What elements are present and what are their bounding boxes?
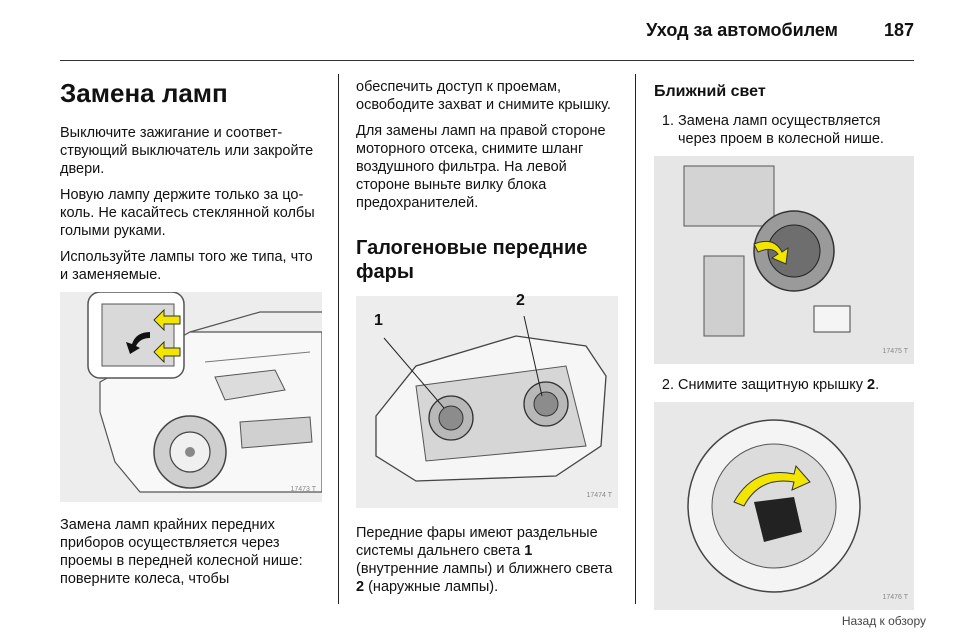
steps-list: Замена ламп осуществляется через проем в… (654, 112, 914, 148)
figure-code: 17475 T (882, 348, 908, 355)
yellow-arrow-icon (753, 240, 789, 265)
paragraph-right-side: Для замены ламп на правой сто­роне мотор… (356, 123, 606, 211)
figure-car-front-wheel: 17473 T (60, 292, 322, 502)
callout-label-2: 2 (516, 292, 525, 309)
paragraph-hold-lamp: Новую лампу держите только за цо­коль. Н… (60, 187, 315, 239)
figure-headlamp: 1 2 17474 T (356, 292, 618, 508)
paragraph-ignition: Выключите зажигание и соответ­ствующий в… (60, 125, 314, 177)
figure-code: 17476 T (882, 594, 908, 601)
page-title: Замена ламп (60, 78, 228, 108)
black-curved-arrow-icon (126, 332, 150, 354)
steps-list-continued: Снимите защитную крышку 2. (654, 376, 914, 394)
column-3: Ближний свет Замена ламп осуществляется … (654, 78, 914, 618)
page-header: Уход за автомобилем 187 (60, 0, 914, 61)
step-2: Снимите защитную крышку 2. (678, 376, 914, 394)
column-divider (338, 74, 339, 604)
yellow-curved-arrow-icon (733, 464, 811, 507)
figure-code: 17474 T (586, 492, 612, 499)
headlamp-illustration (356, 296, 618, 508)
paragraph-same-type: Используйте лампы того же типа, что и за… (60, 249, 313, 283)
figure-protective-cover: 17476 T (654, 402, 914, 610)
wheel-arch-illustration (654, 156, 914, 364)
figure-wheel-arch-access: 17475 T (654, 156, 914, 364)
column-2: обеспечить доступ к проемам, освободите … (356, 78, 618, 604)
column-divider (635, 74, 636, 604)
protective-cover-illustration (654, 402, 914, 610)
section-low-beam: Ближний свет (654, 83, 766, 100)
paragraph-outer-lamps: Замена ламп крайних передних приборов ос… (60, 517, 303, 587)
column-1: Замена ламп Выключите зажигание и соотве… (60, 74, 322, 596)
yellow-arrow-icon (153, 308, 181, 364)
page-number: 187 (883, 20, 914, 40)
callout-label-1: 1 (374, 312, 383, 329)
paragraph-separate-systems: Передние фары имеют раздель­ные системы … (356, 525, 613, 595)
section-title: Уход за автомобилем (646, 20, 838, 40)
figure-code: 17473 T (290, 486, 316, 493)
paragraph-access: обеспечить доступ к проемам, освободите … (356, 79, 611, 113)
car-front-illustration (60, 292, 322, 502)
section-halogen-headlamps: Галогеновые передние фары (356, 237, 588, 283)
back-to-overview-link[interactable]: Назад к обзору (841, 614, 926, 628)
step-1: Замена ламп осуществляется через проем в… (678, 112, 914, 148)
